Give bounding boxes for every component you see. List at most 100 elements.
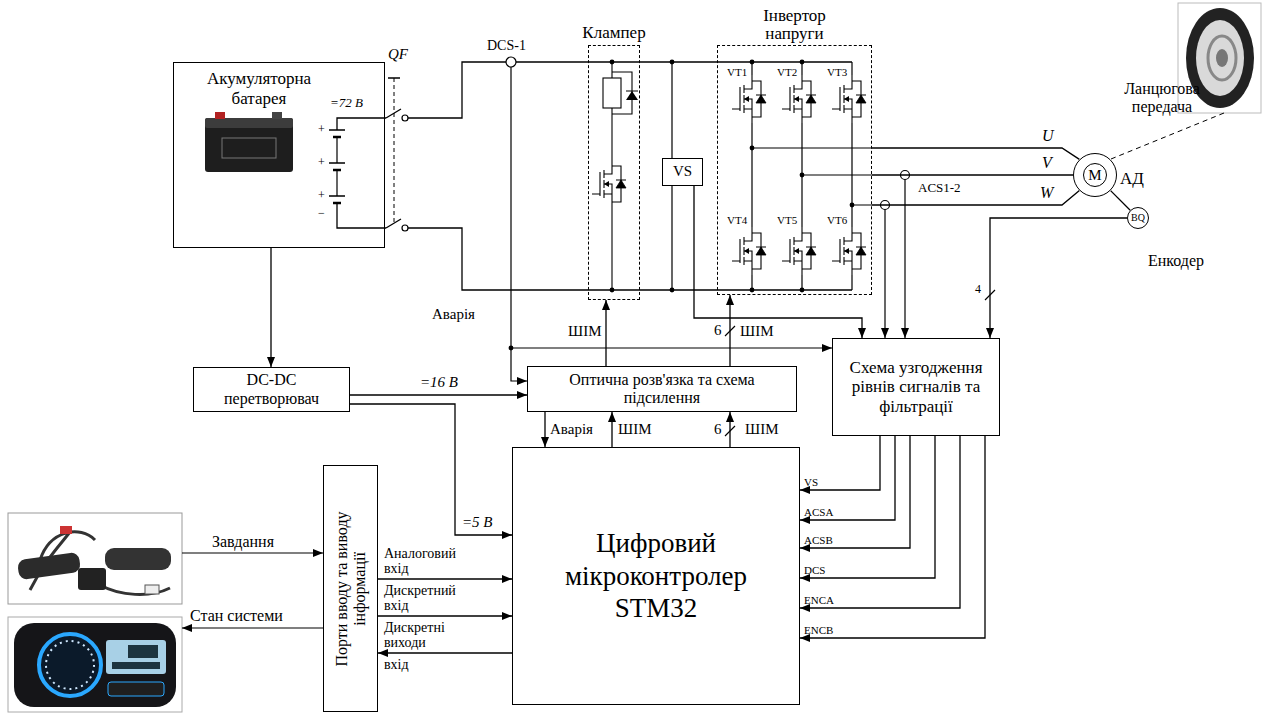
junction-dot (800, 288, 805, 293)
io-port-box: Порти вводу та виводу інформації (323, 465, 378, 712)
box-title: Цифровий мікроконтролер STM32 (546, 527, 766, 624)
edge-label: DCS (804, 564, 825, 577)
label-holder: Інвертор напруги (747, 7, 843, 44)
throttle-connector (145, 585, 159, 594)
connector (800, 436, 960, 608)
junction-dot (800, 60, 805, 65)
polarity-sign: − (318, 207, 325, 221)
clamper-box: Клампер (588, 45, 640, 300)
label-holder: Клампер (559, 23, 669, 43)
label-holder: ACSA (804, 506, 833, 519)
cell-plate (329, 130, 345, 196)
junction-dot (800, 173, 805, 178)
signal-label: Аварія (432, 306, 475, 323)
junction-dot (610, 60, 615, 65)
mosfet-symbol (592, 160, 626, 208)
edge-label: ШІМ (740, 323, 773, 340)
edge-label: ACSB (804, 534, 833, 547)
connector (800, 436, 935, 578)
wheel-disc (1208, 36, 1236, 80)
label-holder: ШІМ (745, 421, 778, 438)
connector (611, 412, 612, 447)
connector (990, 218, 1127, 338)
battery-box: Акумуляторна батарея (173, 62, 385, 248)
edge-label: Дискретний вхід (384, 583, 469, 613)
connector (729, 295, 730, 366)
label-holder: − (318, 207, 325, 221)
display-picture-frame (8, 617, 182, 712)
label-holder: Аналоговий вхід (384, 546, 469, 576)
box-title: VS (673, 163, 692, 180)
sensor-wire (511, 67, 527, 381)
throttle-grip (17, 552, 81, 580)
label-holder: =16 В (420, 374, 458, 391)
throttle-switch (78, 568, 106, 590)
battery-sticker (222, 138, 276, 158)
label-holder: ENCA (804, 594, 834, 607)
connector (1111, 191, 1131, 211)
label-holder: + (318, 123, 325, 137)
encoder-label: Енкодер (1148, 252, 1204, 270)
edge-label: Аварія (550, 421, 593, 438)
inverter-wire (752, 62, 872, 290)
connector (270, 248, 271, 367)
throttle-picture-frame (8, 513, 182, 604)
label-holder: Аварія (432, 306, 475, 323)
label-holder: VT3 (827, 66, 847, 79)
label-holder: QF (388, 46, 408, 63)
connector (544, 412, 545, 447)
motor-label: АД (1120, 169, 1144, 189)
edge-label: ШІМ (618, 421, 651, 438)
connector (872, 174, 1073, 175)
signal-label: Завдання (212, 533, 274, 551)
label-holder: ENCB (804, 624, 833, 637)
sensor-label: ACS1-2 (918, 181, 961, 196)
connector (800, 436, 910, 548)
display-lcd-bar (108, 682, 164, 696)
label-holder: Стан системи (190, 607, 283, 625)
sensor-label: DCS-1 (487, 38, 526, 54)
battery-picture (205, 118, 293, 172)
encoder-letter: BQ (1131, 213, 1145, 223)
box-title: Клампер (559, 23, 669, 43)
motor-letter: M (1083, 163, 1107, 187)
edge-label: VS (804, 476, 818, 489)
transistor-label: VT6 (827, 214, 847, 227)
junction-dot (850, 203, 855, 208)
sensor-wire (511, 347, 832, 348)
conditioning-box: Схема узгодження рівнів сигналів та філь… (832, 338, 1000, 436)
current-sensor-symbol (506, 57, 516, 67)
transistor-label: VT3 (827, 66, 847, 79)
sensor-wire (671, 62, 672, 290)
connector (605, 300, 606, 366)
label-holder: Аварія (550, 421, 593, 438)
connector (729, 412, 730, 447)
box-title: Оптична розв'язка та схема підсилення (545, 371, 780, 408)
transistor-label: VT1 (727, 66, 747, 79)
driver-box: Оптична розв'язка та схема підсилення (527, 366, 797, 412)
battery-terminal (215, 112, 225, 119)
edge-label: ШІМ (568, 323, 601, 340)
box-title: Порти вводу та виводу інформації (333, 489, 369, 689)
mosfet-symbol (732, 75, 766, 123)
edge-label: ШІМ (745, 421, 778, 438)
diode-triangle (626, 91, 638, 100)
mosfet-symbol (832, 75, 866, 123)
microcontroller-box: Цифровий мікроконтролер STM32 (512, 447, 800, 705)
junction-dot (750, 60, 755, 65)
signal-arrow (182, 627, 323, 628)
label-holder: 6 (714, 421, 722, 438)
breaker-label: QF (388, 46, 408, 63)
label-holder: VT4 (727, 214, 747, 227)
bus-width-number: 6 (714, 322, 722, 339)
label-holder: U (1042, 127, 1054, 145)
connector (800, 436, 985, 638)
bus-slash (725, 290, 995, 436)
label-holder: =5 В (462, 514, 493, 531)
battery-lid (205, 118, 293, 128)
edge-label: ACSA (804, 506, 833, 519)
resistor-symbol (603, 78, 621, 108)
display-gauge-ticks (46, 641, 94, 689)
throttle-connector (60, 526, 72, 534)
